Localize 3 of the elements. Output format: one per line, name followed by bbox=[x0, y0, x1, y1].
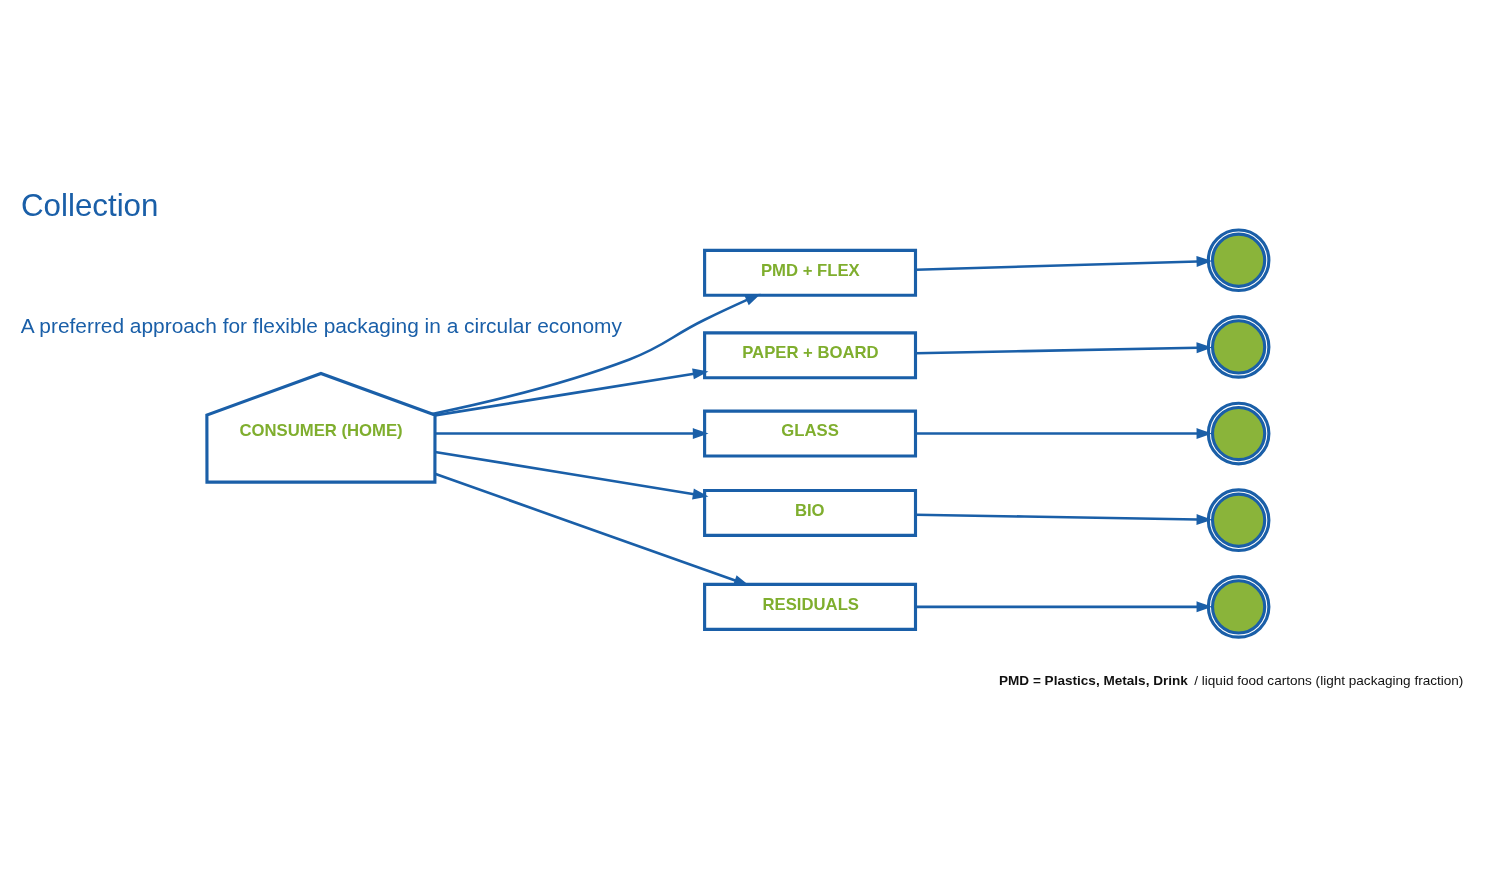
diagram-title: Collection bbox=[20, 187, 159, 223]
label: A preferred approach for flexible packaging in a circular economy bbox=[20, 313, 622, 337]
label: PMD = Plastics, Metals, Drink / liquid food cartons (light packaging fraction) bbox=[999, 672, 1464, 688]
